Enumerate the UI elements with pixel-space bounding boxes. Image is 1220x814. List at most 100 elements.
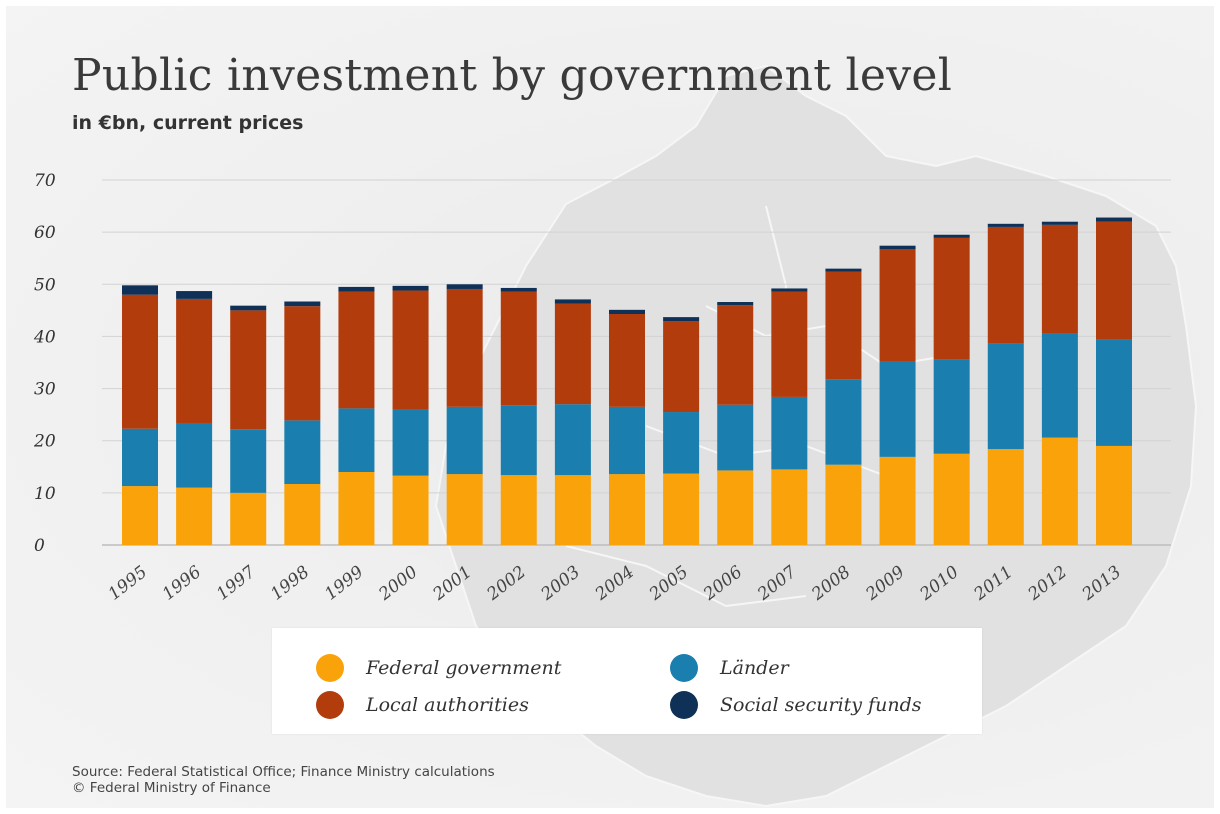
bar-segment bbox=[879, 245, 916, 250]
bar-segment bbox=[771, 396, 808, 470]
y-tick-label: 30 bbox=[34, 380, 56, 400]
x-tick-label: 2000 bbox=[374, 562, 421, 605]
bar-segment bbox=[230, 310, 267, 430]
legend-label: Federal government bbox=[366, 657, 562, 679]
bar-segment bbox=[500, 475, 537, 545]
bar-segment bbox=[176, 298, 213, 423]
x-tick-label: 2003 bbox=[537, 562, 584, 605]
x-tick-label: 2006 bbox=[699, 562, 746, 605]
bar-segment bbox=[554, 475, 591, 545]
legend-swatch-federal-government bbox=[316, 654, 344, 682]
x-tick-label: 1995 bbox=[105, 562, 151, 604]
bar-segment bbox=[933, 359, 970, 454]
y-tick-label: 60 bbox=[34, 223, 56, 243]
bar-segment bbox=[176, 291, 213, 299]
bar-segment bbox=[987, 226, 1024, 344]
x-tick-label: 2005 bbox=[645, 562, 692, 605]
bar-segment bbox=[230, 492, 267, 545]
x-tick-label: 2009 bbox=[861, 562, 908, 605]
bar-segment bbox=[392, 285, 429, 291]
bar-segment bbox=[176, 487, 213, 545]
bar-segment bbox=[1096, 217, 1132, 222]
infographic-frame: Public investment by government level in… bbox=[6, 6, 1214, 808]
y-tick-label: 40 bbox=[33, 327, 56, 347]
bar-segment bbox=[500, 405, 537, 476]
bar-segment bbox=[1096, 221, 1132, 340]
bar-segment bbox=[609, 309, 645, 315]
bar-segment bbox=[230, 429, 267, 493]
bar-segment bbox=[609, 314, 645, 407]
bar-segment bbox=[554, 299, 591, 304]
x-tick-label: 1998 bbox=[267, 562, 314, 605]
bar-segment bbox=[771, 288, 808, 292]
bar-segment bbox=[122, 428, 158, 487]
bar-segment bbox=[1096, 339, 1132, 446]
legend-label: Social security funds bbox=[720, 694, 922, 716]
legend-swatch-laender bbox=[670, 654, 698, 682]
x-tick-label: 2004 bbox=[591, 562, 638, 605]
bar-segment bbox=[825, 464, 862, 545]
y-tick-label: 10 bbox=[34, 484, 56, 504]
bar-segment bbox=[554, 303, 591, 405]
bar-segment bbox=[1041, 333, 1078, 438]
y-tick-label: 50 bbox=[34, 275, 56, 295]
bar-segment bbox=[284, 483, 321, 545]
bar-segment bbox=[284, 306, 321, 421]
bar-segment bbox=[1041, 437, 1078, 545]
x-tick-label: 1997 bbox=[213, 562, 260, 605]
bar-segment bbox=[663, 321, 700, 413]
bar-segment bbox=[338, 291, 375, 409]
bar-segment bbox=[338, 408, 375, 472]
bar-segment bbox=[717, 470, 754, 545]
bar-segment bbox=[717, 404, 754, 471]
bar-segment bbox=[717, 302, 754, 306]
legend-item-social-security-funds: Social security funds bbox=[670, 691, 921, 719]
legend-label: Länder bbox=[720, 657, 789, 679]
bar-segment bbox=[825, 271, 862, 380]
source-note: Source: Federal Statistical Office; Fina… bbox=[72, 764, 495, 796]
x-tick-label: 2002 bbox=[483, 562, 530, 605]
bar-segment bbox=[338, 472, 375, 545]
bar-segment bbox=[663, 473, 700, 545]
bar-segment bbox=[1041, 224, 1078, 334]
legend-item-federal-government: Federal government bbox=[316, 654, 561, 682]
bar-segment bbox=[446, 288, 483, 407]
bar-segment bbox=[663, 412, 700, 474]
bar-segment bbox=[609, 474, 645, 545]
bar-segment bbox=[176, 422, 213, 488]
x-tick-label: 2007 bbox=[753, 562, 800, 605]
bar-segment bbox=[825, 379, 862, 465]
legend-item-laender: Länder bbox=[670, 654, 789, 682]
bar-segment bbox=[446, 474, 483, 545]
bar-segment bbox=[825, 268, 862, 272]
chart-title: Public investment by government level bbox=[72, 50, 953, 101]
x-tick-label: 1999 bbox=[321, 562, 368, 605]
legend-item-local-authorities: Local authorities bbox=[316, 691, 529, 719]
legend-label: Local authorities bbox=[366, 694, 529, 716]
bar-segment bbox=[446, 406, 483, 475]
bar-segment bbox=[122, 285, 158, 295]
bar-segment bbox=[554, 404, 591, 476]
bar-segment bbox=[284, 420, 321, 484]
x-tick-label: 2012 bbox=[1024, 562, 1071, 605]
bar-segment bbox=[933, 237, 970, 360]
x-tick-label: 2011 bbox=[970, 562, 1017, 605]
bar-segment bbox=[987, 343, 1024, 450]
bar-segment bbox=[933, 234, 970, 238]
bar-segment bbox=[392, 475, 429, 545]
bar-segment bbox=[879, 456, 916, 545]
x-tick-label: 2008 bbox=[807, 562, 854, 605]
bar-segment bbox=[1041, 221, 1078, 225]
copyright-line: © Federal Ministry of Finance bbox=[72, 780, 271, 796]
legend-swatch-local-authorities bbox=[316, 691, 344, 719]
bar-segment bbox=[879, 249, 916, 362]
bar-segment bbox=[609, 406, 645, 475]
bar-segment bbox=[338, 286, 375, 292]
legend: Federal government Länder Local authorit… bbox=[272, 628, 982, 734]
bar-segment bbox=[663, 317, 700, 322]
bar-segment bbox=[122, 486, 158, 545]
x-tick-label: 2013 bbox=[1078, 562, 1125, 605]
